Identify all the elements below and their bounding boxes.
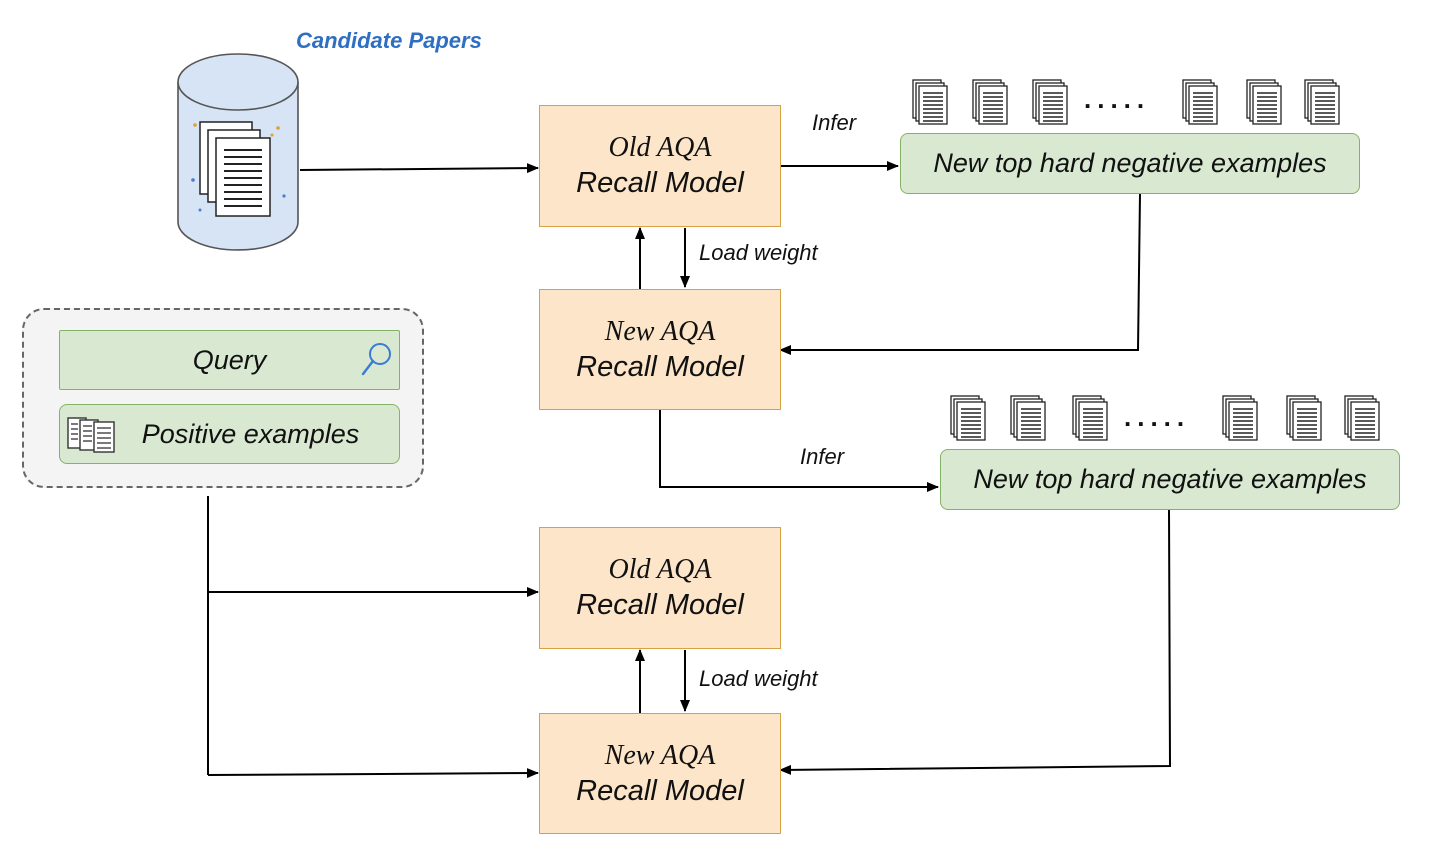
model-name-line1: New AQA: [604, 739, 716, 771]
document-stack-icon: [67, 417, 115, 453]
arrow-group-to-new-model-2: [207, 768, 539, 779]
document-icon: [1284, 394, 1324, 442]
load-weight-label: Load weight: [699, 666, 818, 691]
document-icon: [1070, 394, 1110, 442]
model-name-line1: Old AQA: [608, 554, 712, 585]
document-icon: [1342, 394, 1382, 442]
model-name-line1: Old AQA: [608, 132, 712, 163]
model-name-line1: New AQA: [604, 315, 716, 347]
hard-negative-examples-box-2: New top hard negative examples: [940, 449, 1400, 510]
positive-examples-label: Positive examples: [141, 418, 360, 449]
load-weight-label: Load weight: [699, 240, 818, 265]
search-icon: [361, 343, 391, 376]
ellipsis: .....: [1124, 402, 1191, 432]
new-aqa-recall-model-2: New AQA Recall Model: [539, 713, 781, 834]
database-icon: [177, 53, 299, 251]
ellipsis: .....: [1084, 84, 1151, 114]
arrow-negatives-to-new-model-2: [779, 509, 1172, 775]
model-name-line2: Recall Model: [576, 589, 744, 621]
old-aqa-recall-model-2: Old AQA Recall Model: [539, 527, 781, 649]
positive-examples-box: Positive examples: [59, 404, 400, 464]
query-box: Query: [59, 330, 400, 390]
arrow-negatives-to-new-model-1: [779, 193, 1141, 355]
hard-negative-examples-box-1: New top hard negative examples: [900, 133, 1360, 194]
document-icon: [1008, 394, 1048, 442]
candidate-papers-label: Candidate Papers: [296, 28, 482, 53]
model-name-line2: Recall Model: [576, 350, 744, 383]
arrow-infer-2: [659, 409, 939, 492]
document-icon: [948, 394, 988, 442]
model-name-line2: Recall Model: [576, 167, 744, 199]
model-name-line2: Recall Model: [576, 774, 744, 807]
document-icon: [970, 78, 1010, 126]
document-icon: [1180, 78, 1220, 126]
document-icon: [910, 78, 950, 126]
document-icon: [1302, 78, 1342, 126]
old-aqa-recall-model-1: Old AQA Recall Model: [539, 105, 781, 227]
document-icon: [1220, 394, 1260, 442]
arrow-db-to-old-model-1: [299, 163, 539, 174]
document-icon: [1030, 78, 1070, 126]
document-icon: [1244, 78, 1284, 126]
query-label: Query: [192, 344, 267, 375]
infer-label: Infer: [800, 444, 845, 469]
new-aqa-recall-model-1: New AQA Recall Model: [539, 289, 781, 410]
infer-label: Infer: [812, 110, 857, 135]
